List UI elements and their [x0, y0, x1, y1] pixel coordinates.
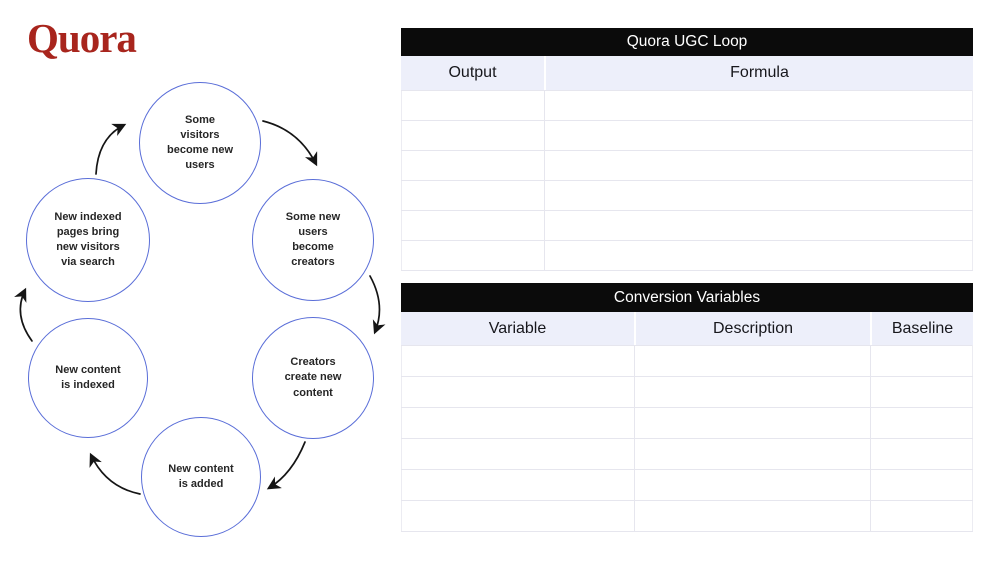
column-header-formula: Formula	[546, 56, 973, 90]
empty-cell	[401, 90, 545, 121]
variables-table-body	[401, 345, 973, 532]
empty-cell	[870, 376, 973, 408]
loop-node-content-added: New content is added	[141, 417, 261, 537]
empty-cell	[544, 90, 973, 121]
ugc-loop-table: Quora UGC Loop Output Formula	[401, 28, 973, 271]
arrow-bottom-to-lowerleft-icon	[89, 452, 141, 495]
ugc-loop-diagram: Some visitors become new users Some new …	[0, 0, 400, 562]
empty-table-row	[401, 376, 973, 408]
ugc-table-title: Quora UGC Loop	[401, 28, 973, 56]
empty-cell	[634, 500, 871, 532]
arrow-lowerleft-to-upperleft-icon	[14, 287, 33, 342]
empty-cell	[401, 240, 545, 271]
empty-cell	[634, 376, 871, 408]
empty-cell	[634, 407, 871, 439]
quora-logo: Quora	[27, 15, 137, 61]
empty-cell	[870, 469, 973, 501]
empty-cell	[401, 150, 545, 181]
empty-cell	[544, 150, 973, 181]
loop-node-content-indexed: New content is indexed	[28, 318, 148, 438]
empty-cell	[401, 210, 545, 241]
conversion-variables-table: Conversion Variables Variable Descriptio…	[401, 283, 973, 532]
empty-table-row	[401, 150, 973, 181]
empty-table-row	[401, 500, 973, 532]
empty-cell	[634, 469, 871, 501]
empty-table-row	[401, 345, 973, 377]
empty-table-row	[401, 90, 973, 121]
loop-arrows	[14, 120, 386, 495]
column-header-baseline: Baseline	[872, 312, 973, 345]
empty-table-row	[401, 407, 973, 439]
empty-cell	[401, 180, 545, 211]
ugc-table-body	[401, 90, 973, 271]
empty-cell	[634, 345, 871, 377]
empty-table-row	[401, 240, 973, 271]
empty-cell	[544, 180, 973, 211]
empty-table-row	[401, 210, 973, 241]
empty-cell	[401, 120, 545, 151]
arrow-top-to-upperright-icon	[262, 120, 318, 167]
empty-cell	[544, 240, 973, 271]
empty-cell	[870, 345, 973, 377]
empty-cell	[870, 500, 973, 532]
column-header-variable: Variable	[401, 312, 634, 345]
loop-node-visitors-become-users: Some visitors become new users	[139, 82, 261, 204]
empty-cell	[401, 500, 635, 532]
column-header-description: Description	[636, 312, 870, 345]
variables-table-column-header-row: Variable Description Baseline	[401, 312, 973, 345]
loop-node-creators-create-content: Creators create new content	[252, 317, 374, 439]
empty-cell	[870, 438, 973, 470]
empty-cell	[401, 469, 635, 501]
empty-cell	[544, 210, 973, 241]
variables-table-title: Conversion Variables	[401, 283, 973, 312]
ugc-table-column-header-row: Output Formula	[401, 56, 973, 90]
empty-table-row	[401, 180, 973, 211]
loop-node-users-become-creators: Some new users become creators	[252, 179, 374, 301]
empty-cell	[870, 407, 973, 439]
empty-cell	[544, 120, 973, 151]
empty-cell	[401, 345, 635, 377]
empty-cell	[401, 407, 635, 439]
column-header-output: Output	[401, 56, 544, 90]
arrow-upperright-to-lowerright-icon	[369, 275, 386, 335]
loop-node-indexed-pages-bring-visitors: New indexed pages bring new visitors via…	[26, 178, 150, 302]
empty-table-row	[401, 120, 973, 151]
empty-cell	[634, 438, 871, 470]
empty-table-row	[401, 469, 973, 501]
empty-cell	[401, 438, 635, 470]
arrow-upperleft-to-top-icon	[95, 123, 127, 175]
arrow-lowerright-to-bottom-icon	[266, 441, 306, 490]
empty-cell	[401, 376, 635, 408]
empty-table-row	[401, 438, 973, 470]
